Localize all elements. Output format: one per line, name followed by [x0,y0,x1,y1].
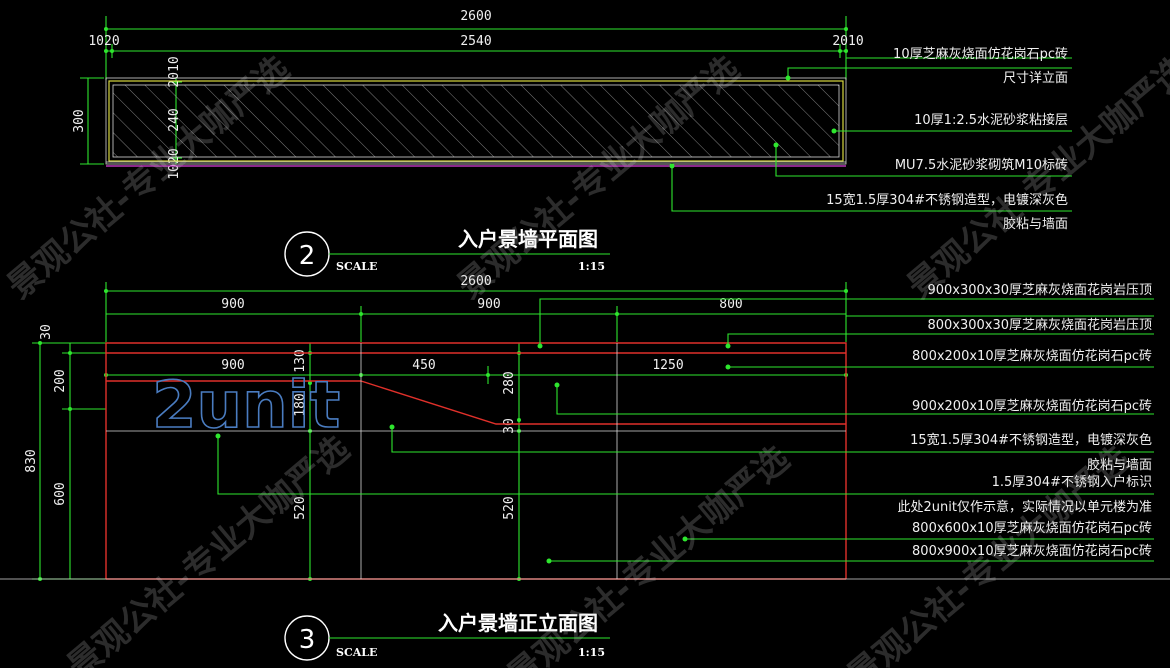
plan-note-6: 胶粘与墙面 [1003,216,1068,232]
elev-dim2-c: 1250 [652,358,683,373]
elev-dim2-a: 900 [221,358,244,373]
unit-logo: 2unit [152,369,340,443]
elev-notes: 900x300x30厚芝麻灰烧面花岗岩压顶 800x300x30厚芝麻灰烧面花岗… [898,282,1152,559]
elev-scale-value: 1:15 [578,646,605,659]
elev-dim-130: 130 [293,349,308,372]
plan-dim-total: 2600 [460,9,491,24]
elev-note-10: 800x900x10厚芝麻灰烧面仿花岗石pc砖 [912,543,1152,559]
elev-title-block: 3 入户景墙正立面图 SCALE 1:15 [284,611,610,661]
elev-dim-600: 600 [53,482,68,505]
plan-note-2: 尺寸详立面 [1003,71,1068,86]
elev-note-4: 900x200x10厚芝麻灰烧面仿花岗石pc砖 [912,398,1152,414]
plan-title: 入户景墙平面图 [458,227,598,251]
plan-top-dimensions: 2600 1020 2540 2010 [88,9,864,80]
plan-number: 2 [299,241,316,271]
plan-scale-value: 1:15 [578,260,605,273]
elev-title: 入户景墙正立面图 [438,611,598,635]
elev-dim-280: 280 [502,371,517,394]
plan-dim-mid: 2540 [460,34,491,49]
elev-dim-c: 800 [719,297,742,312]
elev-dim-a: 900 [221,297,244,312]
elev-note-5: 15宽1.5厚304#不锈钢造型，电镀深灰色 [910,432,1152,448]
plan-title-block: 2 入户景墙平面图 SCALE 1:15 [284,227,610,277]
elev-note-7: 1.5厚304#不锈钢入户标识 [992,474,1152,490]
elev-note-1: 900x300x30厚芝麻灰烧面花岗岩压顶 [927,282,1152,298]
elev-leaders [215,298,1154,564]
elev-number: 3 [299,625,316,655]
elev-dim-180: 180 [293,393,308,416]
plan-view: 2600 1020 2540 2010 300 2010 240 1020 [72,9,1072,277]
elev-top-dimensions: 2600 900 900 800 [104,274,848,342]
plan-note-1: 10厚芝麻灰烧面仿花岗石pc砖 [893,46,1068,62]
elev-dim2-b: 450 [412,358,435,373]
elev-dim-830: 830 [24,449,39,472]
plan-note-3: 10厚1:2.5水泥砂浆粘接层 [914,112,1068,128]
elev-scale-label: SCALE [336,646,377,659]
plan-dim-300: 300 [72,109,87,132]
elev-dim-520-a: 520 [293,496,308,519]
elev-dim-30-inner: 30 [502,418,517,434]
elev-note-8: 此处2unit仅作示意，实际情况以单元楼为准 [898,499,1152,515]
plan-dim-right: 2010 [832,34,863,49]
plan-note-4: MU7.5水泥砂浆砌筑M10标砖 [895,157,1068,173]
elev-wall-outline [0,342,1170,580]
elev-second-dimensions: 900 450 1250 [104,358,848,384]
elev-dim-200: 200 [53,369,68,392]
elevation-view: 2600 900 900 800 900 450 1250 30 200 [0,274,1170,661]
elev-dim-total: 2600 [460,274,491,289]
elev-note-9: 800x600x10厚芝麻灰烧面仿花岗石pc砖 [912,520,1152,536]
plan-wall-section [105,77,847,167]
watermark-3: 景观公社-专业大咖严选 [900,49,1170,307]
plan-leaders [669,57,1072,212]
elev-note-2: 800x300x30厚芝麻灰烧面花岗岩压顶 [927,317,1152,333]
elev-note-3: 800x200x10厚芝麻灰烧面仿花岗石pc砖 [912,348,1152,364]
elev-dim-b: 900 [477,297,500,312]
elev-dim-30: 30 [39,324,54,340]
elev-note-6: 胶粘与墙面 [1087,457,1152,473]
watermark-5: 景观公社-专业大咖严选 [500,439,797,668]
plan-scale-label: SCALE [336,260,377,273]
elev-left-dimensions: 30 200 830 600 [24,324,106,581]
plan-dim-2010: 2010 [167,56,182,87]
plan-note-5: 15宽1.5厚304#不锈钢造型，电镀深灰色 [826,192,1068,208]
elev-dim-520-b: 520 [502,496,517,519]
plan-dim-left: 1020 [88,34,119,49]
plan-notes: 10厚芝麻灰烧面仿花岗石pc砖 尺寸详立面 10厚1:2.5水泥砂浆粘接层 MU… [826,46,1068,232]
